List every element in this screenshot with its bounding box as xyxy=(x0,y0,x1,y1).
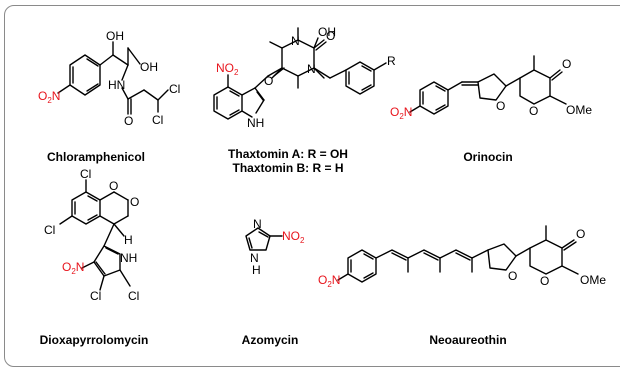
amide-nh-label: HN xyxy=(108,78,125,92)
nitro-group-label: NO2 xyxy=(282,229,305,245)
compound-name-chloramphenicol: Chloramphenicol xyxy=(47,150,145,164)
nitro-group-label: O2N xyxy=(62,260,84,276)
pyrone-oxygen-label: O xyxy=(529,104,538,118)
carbonyl-oxygen-label: O xyxy=(576,227,585,241)
pyrrole-nh-label: NH xyxy=(120,251,137,265)
ring-oxygen-label: O xyxy=(130,195,139,209)
ring-oxygen-label: O xyxy=(109,179,118,193)
imidazole-n-label: N xyxy=(253,217,262,231)
orinocin-structure xyxy=(409,55,567,115)
neoaureothin-structure xyxy=(337,225,579,283)
compound-name-dioxapyrrolomycin: Dioxapyrrolomycin xyxy=(40,333,149,347)
hydroxyl-label: OH xyxy=(106,29,124,43)
compound-name-orinocin: Orinocin xyxy=(463,150,512,164)
methoxy-label: OMe xyxy=(580,273,606,287)
compound-name-azomycin: Azomycin xyxy=(242,333,299,347)
azomycin-structure xyxy=(245,227,283,251)
nitro-group-label: O2N xyxy=(390,105,412,121)
chlorine-label: Cl xyxy=(90,289,101,303)
figure-panel xyxy=(4,5,620,367)
imidazole-h-label: H xyxy=(252,263,261,277)
furan-oxygen-label: O xyxy=(496,99,505,113)
stereo-h-label: H xyxy=(124,233,133,247)
chlorine-label: Cl xyxy=(169,82,180,96)
hydroxyl-label: OH xyxy=(140,60,158,74)
chlorine-label: Cl xyxy=(152,113,163,127)
structures-canvas: O2N OH OH HN O Cl Cl xyxy=(38,25,606,347)
pyrone-oxygen-label: O xyxy=(540,274,549,288)
carbonyl-oxygen-label: O xyxy=(264,74,273,88)
carbonyl-oxygen-label: O xyxy=(562,57,571,71)
dioxapyrrolomycin-structure xyxy=(59,179,131,291)
chlorine-label: Cl xyxy=(128,289,139,303)
chloramphenicol-structure xyxy=(57,41,169,115)
ring-nitrogen-label: N xyxy=(291,34,300,48)
compound-name-neoaureothin: Neoaureothin xyxy=(429,333,506,347)
compound-name-thaxtomin-a: Thaxtomin A: R = OH xyxy=(228,147,348,161)
ring-nitrogen-label: N xyxy=(307,62,316,76)
indole-nh-label: NH xyxy=(247,116,264,130)
carbonyl-oxygen-label: O xyxy=(124,114,133,128)
furan-oxygen-label: O xyxy=(508,269,517,283)
imidazole-nh-label: N xyxy=(250,251,259,265)
compound-name-thaxtomin-b: Thaxtomin B: R = H xyxy=(232,161,343,175)
nitro-group-label: NO2 xyxy=(216,61,239,77)
nitro-group-label: O2N xyxy=(38,89,60,105)
hydroxyl-label: OH xyxy=(318,25,336,39)
methoxy-label: OMe xyxy=(566,103,592,117)
thaxtomin-structure xyxy=(213,27,387,120)
chlorine-label: Cl xyxy=(44,223,55,237)
chlorine-label: Cl xyxy=(80,167,91,181)
nitro-group-label: O2N xyxy=(318,273,340,289)
carbonyl-oxygen-label: O xyxy=(326,29,335,43)
r-group-label: R xyxy=(387,54,396,68)
